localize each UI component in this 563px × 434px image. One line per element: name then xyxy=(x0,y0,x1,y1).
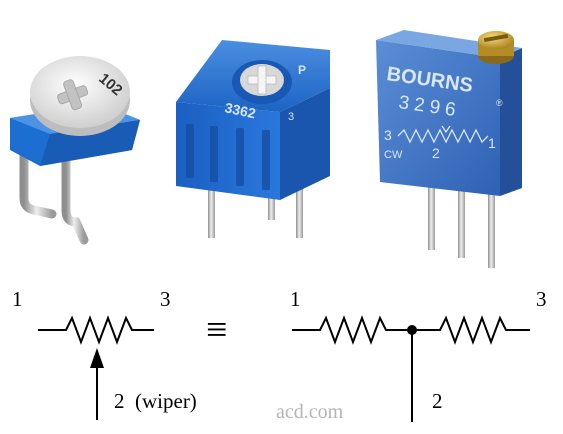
resistor-symbol-mark xyxy=(397,128,489,144)
trimmer-pot-white-pins xyxy=(19,143,108,245)
pin-1-label: 1 xyxy=(290,287,301,311)
trimmer-pot-3362-pins xyxy=(208,180,303,238)
cw-mark: CW xyxy=(384,149,403,161)
trimmer-pot-white: 102 xyxy=(10,56,140,245)
adjust-slot-icon xyxy=(247,65,277,95)
wiper-label: 2 (wiper) xyxy=(114,389,197,413)
pin-mark-1: 1 xyxy=(488,135,496,151)
wiper-arrow-icon xyxy=(90,348,104,368)
trimmer-pot-3362: 3362 3 P xyxy=(176,40,330,238)
potentiometer-schematic: 1 3 2 (wiper) xyxy=(12,287,197,420)
pin-3-label: 3 xyxy=(536,287,547,311)
pin-2-label: 2 xyxy=(432,389,443,413)
pin-mark-3: 3 xyxy=(384,127,392,143)
trimmer-pot-3362-logo: P xyxy=(298,63,306,77)
resistor-zigzag xyxy=(38,315,154,345)
trimmer-pot-bourns-body xyxy=(376,40,500,196)
equivalence-symbol: ≡ xyxy=(206,309,227,351)
trimmer-pot-3362-pin-mark: 3 xyxy=(288,111,294,123)
watermark: acd.com xyxy=(276,401,344,423)
equivalent-circuit-schematic: 1 3 2 xyxy=(290,287,547,422)
pin-mark-2: 2 xyxy=(432,145,440,161)
trimmer-pot-bourns-pins xyxy=(428,180,495,268)
pin-3-label: 3 xyxy=(160,287,171,311)
trimmer-pot-bourns-3296: BOURNS ® 3296 3 2 1 CW xyxy=(376,30,522,268)
trimmer-pot-3362-marking: 3362 xyxy=(223,99,257,121)
pin-1-label: 1 xyxy=(12,287,23,311)
registered-mark: ® xyxy=(496,98,503,108)
adjust-slot-icon xyxy=(57,79,89,111)
